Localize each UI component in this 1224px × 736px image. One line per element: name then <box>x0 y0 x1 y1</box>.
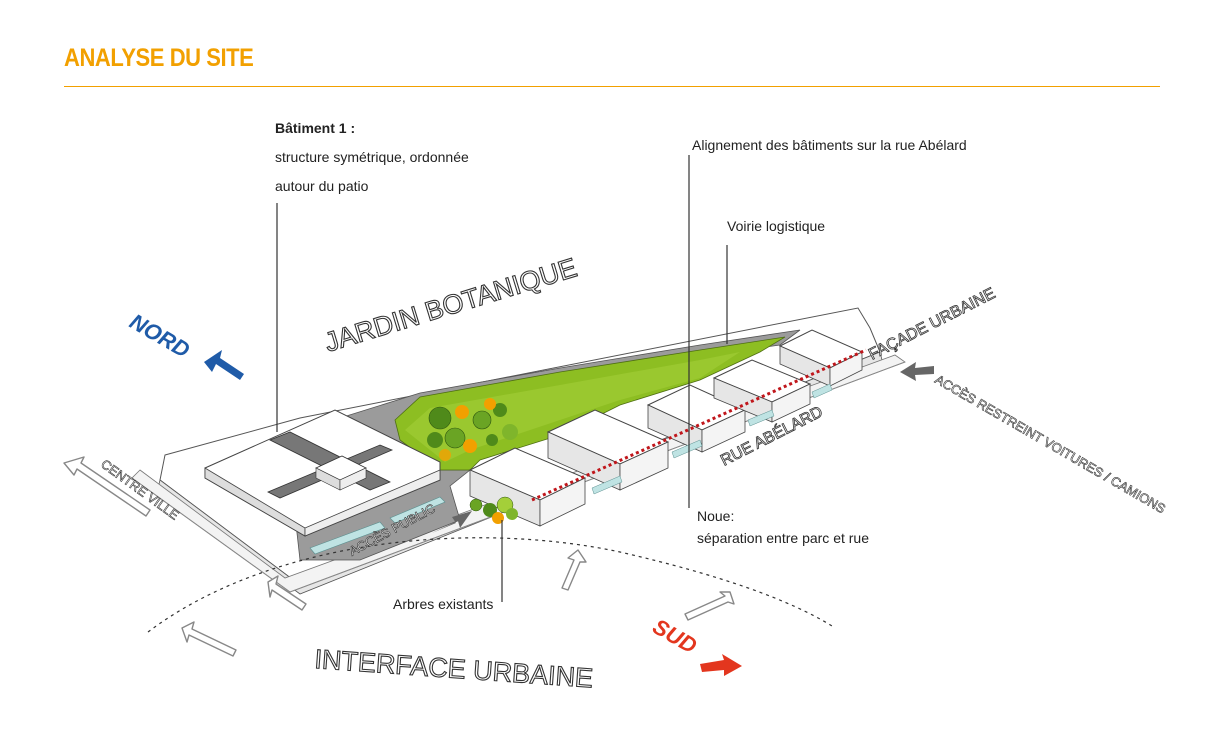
noue-strips <box>591 383 833 495</box>
label-facade-urbaine: FAÇADE URBAINE <box>866 285 998 364</box>
gray-arrows <box>432 362 934 533</box>
title-rule <box>64 86 1160 87</box>
access-arrow-icon <box>561 549 587 591</box>
access-arrow-icon <box>181 621 237 657</box>
building-1 <box>204 409 446 555</box>
existing-trees <box>469 496 518 524</box>
south-arrow-icon <box>700 654 742 676</box>
interface-arc <box>147 537 833 633</box>
access-arrow-icon <box>684 591 735 621</box>
row-building-2 <box>546 409 670 491</box>
leader-lines <box>276 155 728 602</box>
annotation-batiment-line1: structure symétrique, ordonnée <box>275 149 469 165</box>
annotation-noue-line: séparation entre parc et rue <box>697 530 869 546</box>
row-building-5 <box>778 329 864 387</box>
annotation-voirie: Voirie logistique <box>727 218 825 234</box>
outline-arrows <box>63 456 735 657</box>
park-shade <box>405 352 740 462</box>
label-interface-urbaine: INTERFACE URBAINE <box>314 644 594 693</box>
annotation-alignement: Alignement des bâtiments sur la rue Abél… <box>692 137 967 153</box>
annotation-batiment-line2: autour du patio <box>275 178 369 194</box>
row-building-4 <box>712 359 812 423</box>
park-trees <box>427 398 518 461</box>
public-access-arrow-icon <box>432 511 472 533</box>
page-title: ANALYSE DU SITE <box>64 44 254 72</box>
access-arrow-icon <box>267 575 307 611</box>
annotation-batiment-title: Bâtiment 1 : <box>275 120 355 136</box>
alignment-line <box>531 348 867 502</box>
label-acces-restreint: ACCÈS RESTREINT VOITURES / CAMIONS <box>933 372 1169 517</box>
label-nord: NORD <box>126 309 195 363</box>
centre-ville-arrow-icon <box>63 456 151 517</box>
label-sud: SUD <box>649 614 702 659</box>
annotation-arbres: Arbres existants <box>393 596 493 612</box>
restricted-access-arrow-icon <box>900 362 934 381</box>
annotation-noue-title: Noue: <box>697 508 734 524</box>
label-jardin-botanique: JARDIN BOTANIQUE <box>321 252 580 357</box>
north-arrow-icon <box>204 350 244 380</box>
